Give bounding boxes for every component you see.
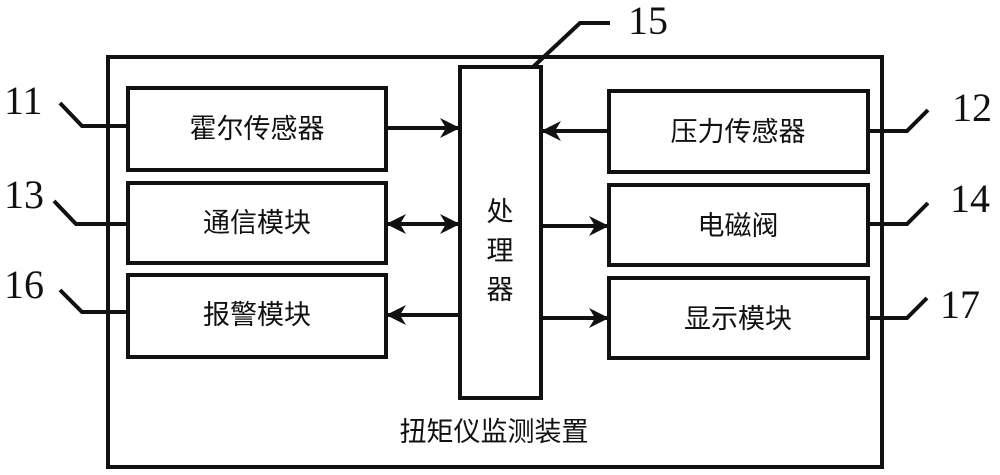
- leader-line-15: [531, 21, 610, 69]
- ref-number-17: 17: [940, 282, 980, 327]
- module-label: 电磁阀: [698, 211, 779, 242]
- ref-number-11: 11: [4, 78, 43, 123]
- processor-label-char-3: 器: [487, 275, 514, 306]
- device-boundary: [106, 55, 884, 469]
- module-comm-module: 通信模块: [126, 181, 388, 265]
- processor-label-char-2: 理: [487, 236, 514, 267]
- ref-number-12: 12: [952, 85, 992, 130]
- ref-number-16: 16: [4, 262, 44, 307]
- processor-label-char-1: 处: [487, 197, 514, 228]
- module-hall-sensor: 霍尔传感器: [126, 86, 388, 172]
- module-label: 压力传感器: [671, 117, 806, 148]
- leader-line-13: [52, 199, 128, 226]
- leader-line-14: [868, 201, 930, 226]
- module-solenoid-valve: 电磁阀: [607, 183, 870, 267]
- leader-line-12: [868, 108, 930, 133]
- module-label: 报警模块: [203, 300, 311, 331]
- leader-line-16: [58, 288, 128, 314]
- module-label: 霍尔传感器: [190, 114, 325, 145]
- leader-line-11: [58, 101, 128, 128]
- module-label: 显示模块: [684, 304, 792, 335]
- module-alarm-module: 报警模块: [126, 273, 388, 359]
- module-pressure-sensor: 压力传感器: [607, 89, 870, 174]
- module-label: 通信模块: [203, 208, 311, 239]
- device-caption: 扭矩仪监测装置: [400, 417, 589, 448]
- leader-line-17: [868, 296, 929, 320]
- ref-number-13: 13: [4, 172, 44, 217]
- ref-number-14: 14: [950, 176, 990, 221]
- ref-number-15: 15: [628, 0, 668, 43]
- processor-box: [458, 65, 543, 400]
- module-display-module: 显示模块: [607, 276, 870, 360]
